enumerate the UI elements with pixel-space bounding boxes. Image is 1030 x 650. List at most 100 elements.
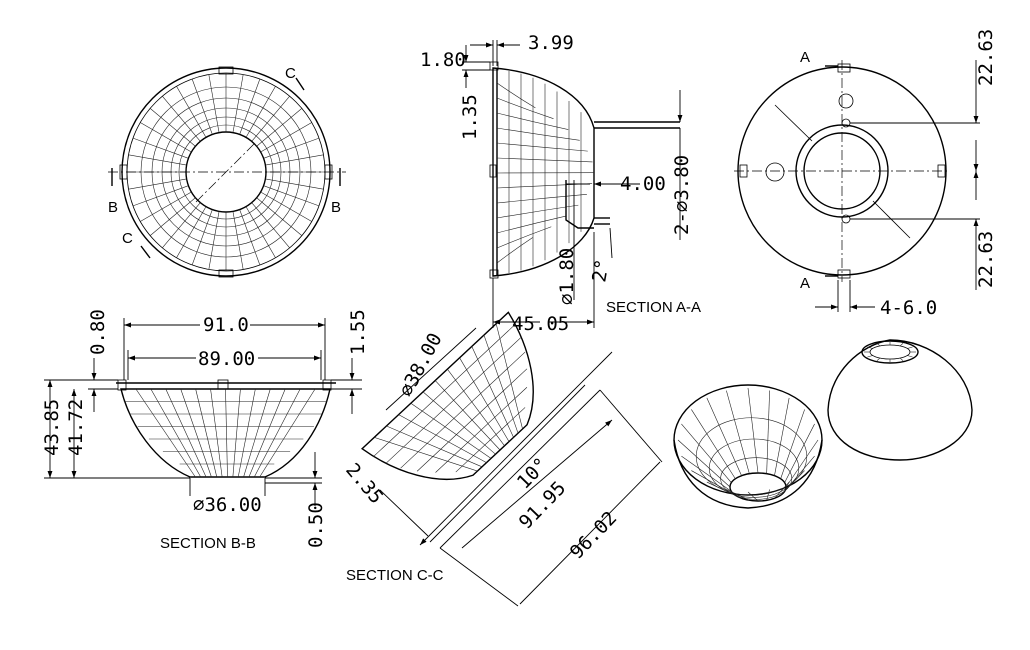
side-tab	[489, 164, 497, 178]
logo-mark	[765, 162, 785, 182]
facet-line	[496, 226, 552, 249]
facet-line	[496, 194, 587, 204]
facet-line	[907, 355, 913, 358]
cut-label: A	[800, 49, 812, 66]
tab-bottom	[218, 269, 234, 278]
dimension-0-80: 0.80	[87, 309, 109, 355]
isometric-bowl-view	[673, 384, 823, 509]
facet-line	[260, 191, 312, 222]
cut-marker-c-bottom	[140, 245, 151, 259]
top-view: C B B C	[108, 65, 346, 278]
reflector-profile	[360, 311, 534, 481]
facet-line	[243, 388, 271, 478]
facet-line	[232, 74, 244, 133]
facet-line	[210, 388, 223, 478]
facet-line	[251, 202, 290, 249]
dimension-2-deg: 2°	[588, 258, 614, 284]
dimension-dia-36-00: ⌀36.00	[193, 494, 262, 516]
angle-leader	[609, 227, 613, 259]
facet-line	[265, 154, 324, 166]
facet-line	[180, 388, 212, 478]
facet-line	[435, 387, 528, 473]
facet-line	[259, 388, 316, 478]
facet-line	[225, 388, 228, 478]
ext-line	[439, 389, 601, 549]
facet-line	[260, 122, 312, 153]
facet-line	[780, 409, 805, 479]
facet-line	[176, 86, 207, 138]
facet-line	[191, 78, 213, 135]
facet-line	[132, 185, 189, 207]
flange-right	[322, 379, 332, 391]
isometric-dome-view	[827, 339, 973, 461]
facet-line	[471, 346, 514, 438]
facet-line	[386, 425, 483, 468]
facet-line	[149, 108, 196, 147]
ext-line	[429, 384, 586, 543]
dimension-3-99: 3.99	[528, 32, 574, 54]
flange-left	[117, 379, 127, 391]
diagonal-rib	[872, 200, 911, 239]
facet-line	[398, 414, 487, 463]
facet-line	[766, 390, 770, 474]
tab-bottom	[837, 269, 851, 279]
facet-line	[496, 97, 554, 120]
facet-line	[695, 417, 808, 496]
top-flange	[489, 61, 499, 71]
facet-line	[867, 346, 873, 349]
facet-grid	[127, 73, 325, 271]
dimension-dia-1-80: ⌀1.80	[556, 248, 578, 305]
cut-label: B	[331, 199, 343, 216]
facet-line	[140, 122, 192, 153]
dome-body	[827, 339, 973, 461]
facet-line	[496, 142, 588, 152]
bowl-rim	[673, 384, 823, 496]
facet-line	[232, 388, 241, 478]
facet-line	[128, 154, 187, 166]
section-b-b: 91.0 89.00 0.80 1.55 43.85 41.72 ⌀36.00 …	[41, 309, 369, 552]
facet-line	[208, 74, 220, 133]
cut-label: B	[108, 199, 120, 216]
facet-line	[447, 368, 505, 446]
facet-line	[256, 197, 303, 236]
facet-grid	[864, 342, 916, 362]
facet-line	[263, 185, 320, 207]
facet-line	[245, 206, 276, 258]
center-tab	[217, 379, 229, 390]
section-a-a: 3.99 1.80 1.35 2-⌀3.80 4.00 ⌀1.80 2° 45.…	[420, 32, 701, 335]
facet-line	[785, 439, 819, 488]
dimension-22-63: 22.63	[975, 29, 997, 86]
facet-line	[907, 346, 913, 349]
facet-line	[128, 178, 187, 190]
facet-line	[140, 191, 192, 222]
facet-line	[496, 215, 567, 234]
facet-line	[374, 437, 478, 472]
dim-arrow	[419, 443, 521, 546]
cut-label: C	[285, 65, 297, 82]
facet-line	[496, 127, 580, 141]
facet-line	[496, 237, 533, 264]
dim-arrow	[461, 419, 613, 549]
dim-line	[379, 489, 429, 537]
dimension-dia-38-00: ⌀38.00	[395, 329, 447, 400]
facet-line	[455, 407, 526, 473]
facet-line	[248, 388, 286, 478]
dimension-4-6-0: 4-6.0	[880, 297, 937, 319]
facet-line	[237, 388, 256, 478]
bottom-flange	[489, 269, 499, 279]
dimension-41-72: 41.72	[65, 399, 87, 456]
facet-line	[784, 423, 815, 483]
facet-line	[135, 388, 196, 478]
facet-line	[265, 178, 324, 190]
facet-line	[876, 357, 881, 361]
facet-line	[149, 197, 196, 236]
dimension-96-02: 96.02	[566, 507, 622, 563]
dimension-45-05: 45.05	[512, 313, 569, 335]
facet-line	[691, 409, 736, 479]
facet-line	[239, 78, 261, 135]
facet-line	[385, 336, 522, 464]
facet-line	[208, 211, 220, 270]
dome-top-aperture	[869, 344, 911, 360]
facet-line	[720, 457, 793, 500]
facet-line	[191, 209, 213, 266]
